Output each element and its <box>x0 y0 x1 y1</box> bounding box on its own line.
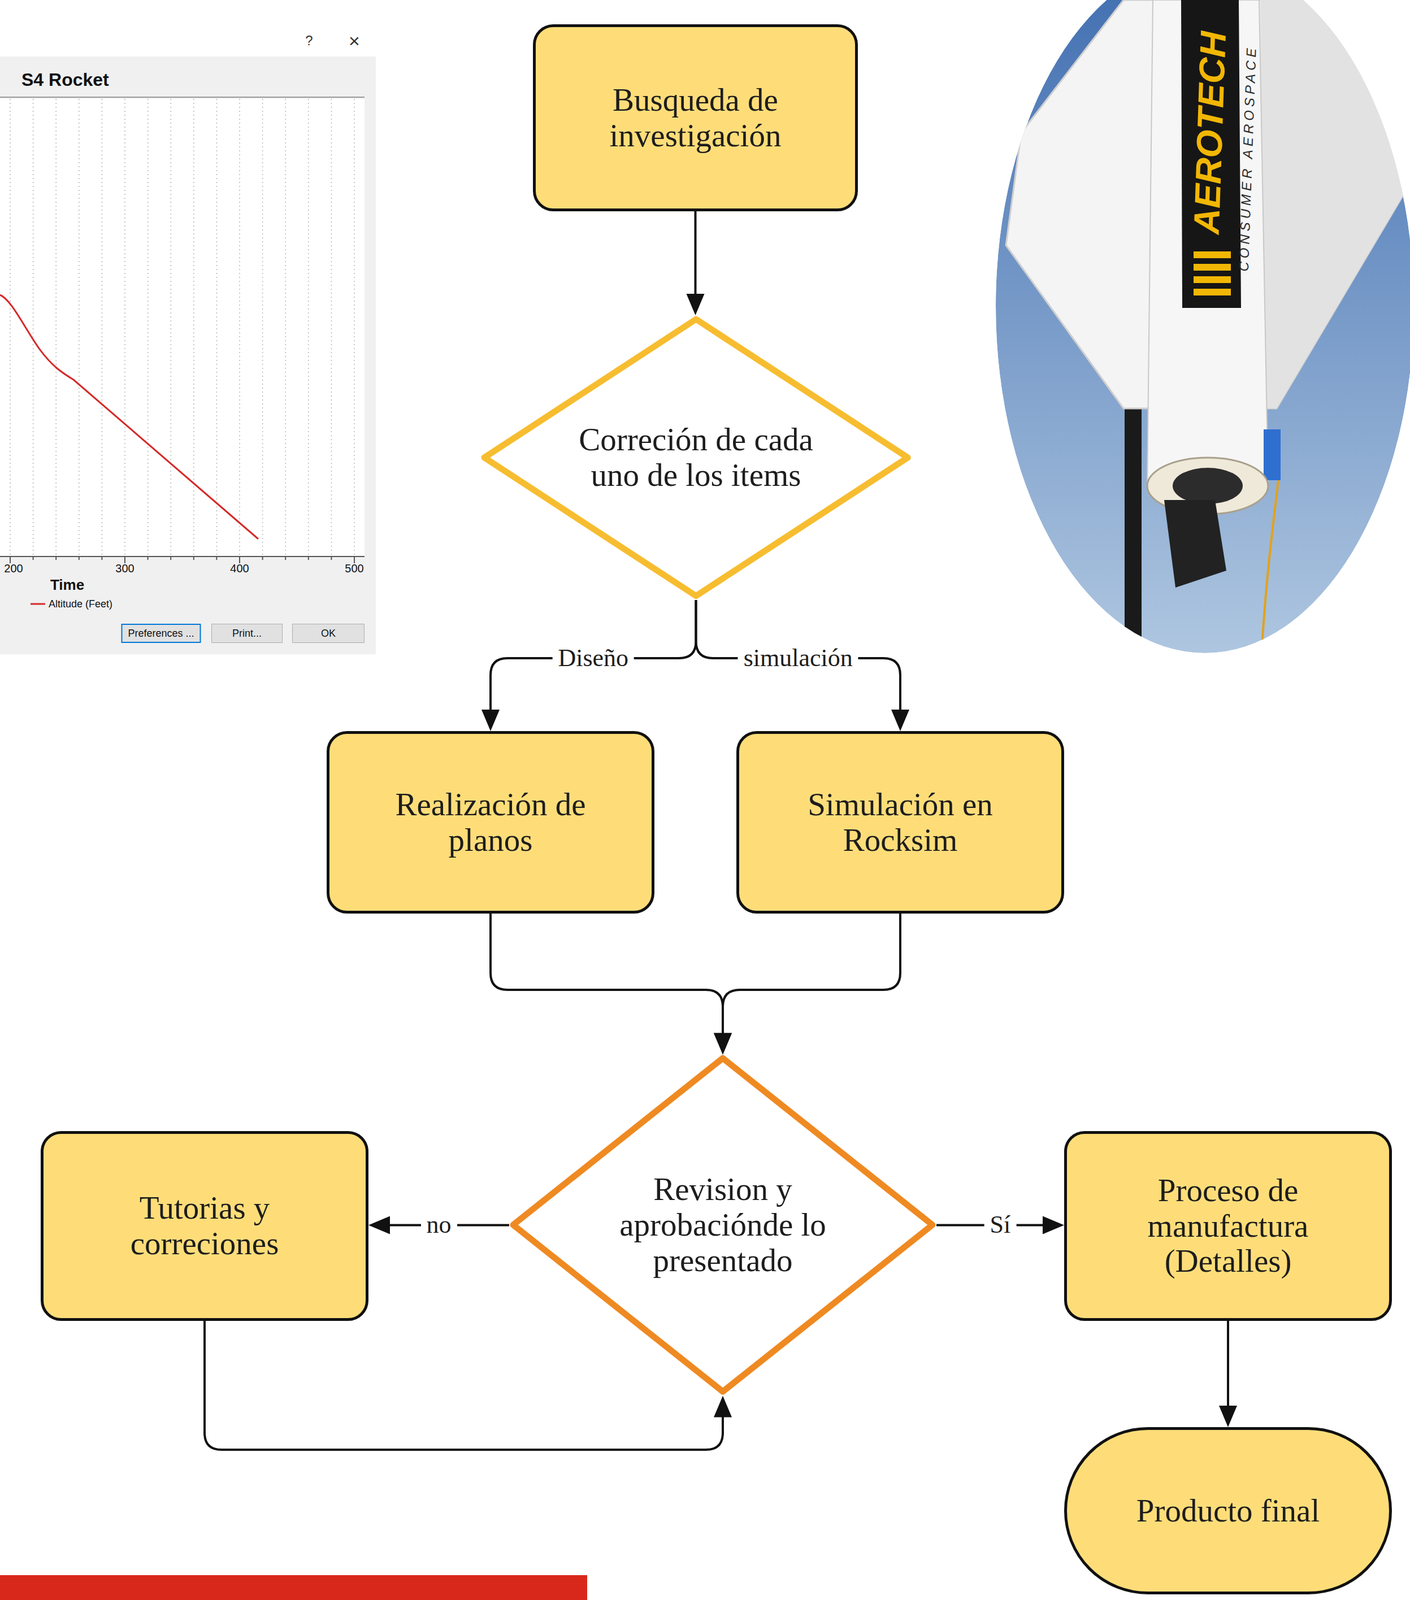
edge-label: no <box>421 1211 458 1239</box>
connector-line <box>722 913 901 1037</box>
brand-subtext: CONSUMER AEROSPACE <box>1236 44 1260 272</box>
title-rule <box>0 96 365 98</box>
stripe-bar <box>1193 276 1231 284</box>
connector-line <box>695 600 901 714</box>
connector-line <box>490 913 723 1037</box>
connector <box>1218 1321 1238 1428</box>
connector <box>686 211 705 316</box>
node-text: Busqueda de investigación <box>562 82 829 154</box>
help-button: ? <box>305 32 313 49</box>
diamond-shape <box>513 1058 933 1392</box>
stripe-bar <box>1193 288 1231 296</box>
node-text: Simulación en Rocksim <box>767 787 1034 858</box>
node-text: Producto final <box>1136 1493 1321 1530</box>
stripe-bar <box>1193 263 1231 271</box>
node-text: Revision y aprobaciónde lo presentado <box>604 1172 842 1279</box>
arrow-head <box>481 709 500 732</box>
process-box: Simulación en Rocksim <box>736 731 1065 914</box>
arrow-head <box>713 1033 732 1055</box>
arrow-head <box>1042 1216 1065 1235</box>
sky <box>995 0 1410 654</box>
igniter-wire <box>1261 480 1279 656</box>
blue-tape <box>1263 429 1281 481</box>
rocket-photo <box>995 0 1410 656</box>
edge-label: simulación <box>738 644 859 672</box>
plot-area <box>0 98 365 557</box>
brand-text: AEROTECH <box>1186 30 1234 235</box>
grid-lines <box>10 98 355 557</box>
connector <box>481 600 696 732</box>
fin-shade <box>1260 0 1410 409</box>
tick-label: 400 <box>230 562 249 576</box>
process-box: Tutorias y correciones <box>40 1131 369 1322</box>
dialog-button: Preferences ... <box>121 623 202 644</box>
process-box: Realización de planos <box>326 731 655 914</box>
process-box: Busqueda de investigación <box>532 24 858 212</box>
igniter-clip <box>1164 500 1227 588</box>
connector <box>695 600 910 732</box>
arrow-head <box>368 1216 390 1235</box>
chart-title: S4 Rocket <box>21 69 110 91</box>
connector <box>490 913 732 1055</box>
tick-label: 300 <box>115 562 134 576</box>
process-box: Proceso de manufactura (Detalles) <box>1064 1131 1392 1322</box>
stripe-bar <box>1193 251 1231 259</box>
tick-label: 500 <box>344 562 364 576</box>
node-text: Proceso de manufactura (Detalles) <box>1095 1173 1361 1280</box>
motor-nozzle <box>1172 467 1243 505</box>
arrow-head <box>686 293 705 316</box>
connector-line <box>1226 1321 1230 1410</box>
arrow-head <box>891 709 910 732</box>
body-tube <box>1147 0 1269 487</box>
connector-line <box>204 1321 723 1451</box>
edge-label: Sí <box>984 1211 1017 1239</box>
diamond-shape <box>484 319 908 597</box>
dialog-button: OK <box>292 623 365 644</box>
edge-label: Diseño <box>552 644 635 672</box>
legend-line-sample <box>30 603 46 606</box>
decision-diamond: Revision y aprobaciónde lo presentado <box>509 1054 937 1396</box>
connector-line <box>694 211 697 298</box>
arrow-head <box>713 1033 732 1055</box>
x-axis <box>0 556 365 558</box>
altitude-curve <box>0 294 259 540</box>
axis-title: Time <box>50 576 85 594</box>
arrow-head <box>713 1396 732 1418</box>
node-text: Correción de cada uno de los items <box>562 422 829 493</box>
window-titlebar <box>0 0 376 57</box>
tick-label: 200 <box>3 562 23 576</box>
connector-line <box>490 600 696 714</box>
connector <box>204 1321 732 1451</box>
axis-ticks <box>10 556 355 564</box>
dialog-button: Print... <box>211 623 283 644</box>
terminal-box: Producto final <box>1064 1427 1392 1595</box>
legend-text: Altitude (Feet) <box>48 598 113 611</box>
tube-stripe <box>1181 0 1242 308</box>
arrow-head <box>1218 1406 1238 1428</box>
red-bar <box>0 1575 588 1600</box>
chart-window <box>0 56 376 655</box>
connector <box>713 913 901 1055</box>
decision-diamond: Correción de cada uno de los items <box>480 315 912 601</box>
node-text: Realización de planos <box>357 787 624 858</box>
node-text: Tutorias y correciones <box>71 1190 338 1262</box>
close-button: × <box>348 29 360 52</box>
